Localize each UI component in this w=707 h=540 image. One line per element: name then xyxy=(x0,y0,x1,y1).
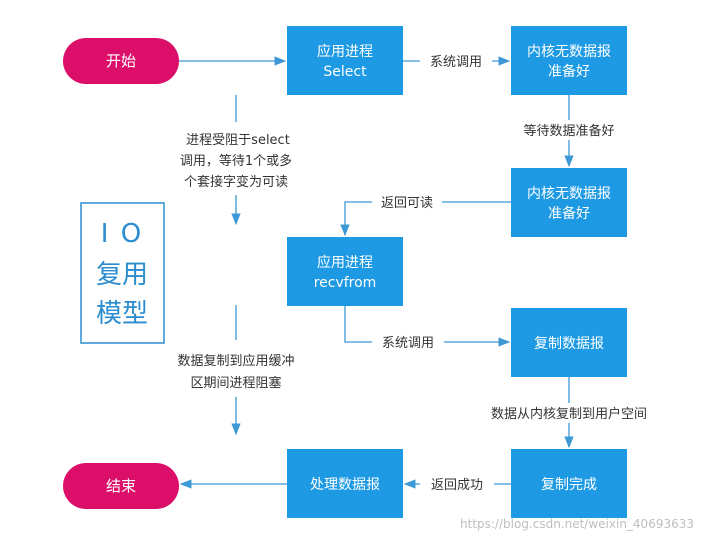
label-syscall-2: 系统调用 xyxy=(382,336,434,351)
box-copy-done: 复制完成 xyxy=(511,449,627,518)
box-app-recvfrom: 应用进程 recvfrom xyxy=(287,237,403,306)
box-app-recvfrom-line1: 应用进程 xyxy=(317,254,373,271)
box-copy-datagram-line1: 复制数据报 xyxy=(534,335,604,352)
box-kernel-no-data-1: 内核无数据报 准备好 xyxy=(511,26,627,95)
model-title-line3: 模型 xyxy=(96,299,148,329)
box-process-datagram: 处理数据报 xyxy=(287,449,403,518)
box-kernel-no-data-2-line2: 准备好 xyxy=(548,205,590,222)
start-label: 开始 xyxy=(106,52,136,70)
box-copy-done-line1: 复制完成 xyxy=(541,476,597,493)
model-title-line2: 复用 xyxy=(96,260,148,290)
label-syscall-1: 系统调用 xyxy=(430,55,482,70)
box-copy-datagram: 复制数据报 xyxy=(511,308,627,377)
note-blocked-line3: 个套接字变为可读 xyxy=(184,174,288,190)
end-label: 结束 xyxy=(106,477,136,495)
box-process-datagram-line1: 处理数据报 xyxy=(310,477,380,493)
box-app-select: 应用进程 Select xyxy=(287,26,403,95)
label-return-success: 返回成功 xyxy=(431,478,483,493)
box-app-select-line1: 应用进程 xyxy=(317,43,373,60)
box-app-select-line2: Select xyxy=(323,64,367,80)
box-kernel-no-data-1-line2: 准备好 xyxy=(548,63,590,80)
model-title-line1: I O xyxy=(101,219,143,249)
watermark-text: https://blog.csdn.net/weixin_40693633 xyxy=(460,517,694,531)
label-copy-kernel-user: 数据从内核复制到用户空间 xyxy=(491,406,647,422)
box-kernel-no-data-1-line1: 内核无数据报 xyxy=(527,44,611,60)
end-terminal: 结束 xyxy=(63,463,179,509)
arrow-recvfrom-syscall xyxy=(344,306,511,347)
model-title-box: I O 复用 模型 xyxy=(80,202,165,344)
box-kernel-no-data-2: 内核无数据报 准备好 xyxy=(511,168,627,237)
note-blocked-line2: 调用，等待1个或多 xyxy=(180,153,292,169)
note-copying-line1: 数据复制到应用缓冲 xyxy=(177,353,294,369)
note-blocked-copy: 数据复制到应用缓冲 区期间进程阻塞 xyxy=(177,353,294,391)
box-kernel-no-data-2-line1: 内核无数据报 xyxy=(527,186,611,202)
label-wait-data: 等待数据准备好 xyxy=(523,123,614,139)
label-return-readable: 返回可读 xyxy=(381,196,433,211)
start-terminal: 开始 xyxy=(63,38,179,84)
note-blocked-line1: 进程受阻于select xyxy=(186,133,290,148)
arrow-return-readable xyxy=(340,201,511,237)
note-blocked-select: 进程受阻于select 调用，等待1个或多 个套接字变为可读 xyxy=(180,133,292,190)
note-copying-line2: 区期间进程阻塞 xyxy=(190,375,281,391)
box-app-recvfrom-line2: recvfrom xyxy=(314,275,377,291)
